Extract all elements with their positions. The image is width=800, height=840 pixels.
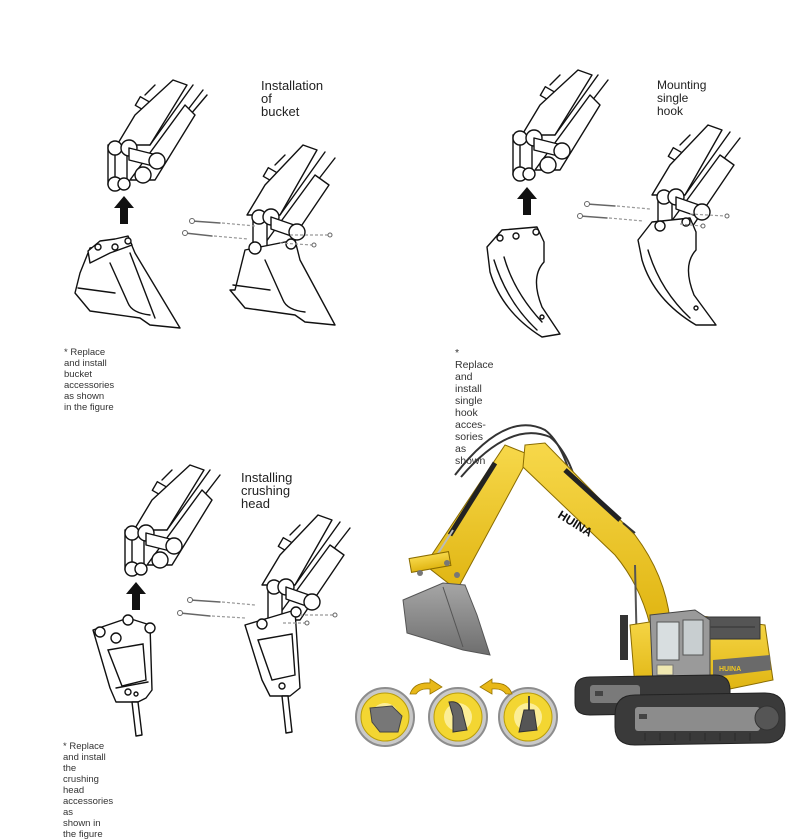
single-hook-drawing [486, 226, 561, 338]
note-line: shown in the figure [63, 818, 103, 840]
arrow-up-icon [114, 196, 134, 224]
arm-diagram-before [107, 79, 208, 192]
arm-diagram-before [124, 464, 221, 577]
title-line: bucket [261, 104, 300, 119]
panel-note: * Replace and install bucket accessories… [64, 347, 114, 413]
note-line: * Replace and install single hook acces- [455, 347, 494, 431]
arm-diagram-before [512, 69, 609, 182]
crushing-head-drawing [92, 614, 156, 737]
pin-fasteners [577, 201, 730, 229]
bucket-drawing [74, 235, 181, 329]
panel-note: * Replace and install single hook acces-… [455, 347, 494, 467]
pin-fasteners [177, 597, 338, 626]
panel-note: * Replace and install the crushing head … [63, 741, 113, 840]
body-brand-label: HUINA [719, 666, 741, 673]
arm-diagram-assembled [229, 144, 336, 326]
hook-badge [428, 687, 488, 747]
arrow-up-icon [126, 582, 146, 610]
panel-title: Mounting single hook [657, 79, 706, 118]
note-line: in the figure [64, 402, 114, 413]
note-line: * Replace and install bucket accessories… [64, 347, 115, 402]
note-line: sories as shown [455, 431, 486, 467]
hook-icon [448, 701, 468, 733]
title-line: head [241, 496, 270, 511]
bucket-badge [355, 687, 415, 747]
pin-fasteners [182, 218, 333, 248]
title-line: Installation of [261, 78, 324, 106]
panel-title: Installing crushing head [241, 471, 292, 510]
title-line: Installing crushing [241, 470, 293, 498]
title-line: hook [657, 104, 684, 118]
excavator-illustration: HUINA HUINA [402, 424, 786, 746]
crusher-badge [498, 687, 558, 747]
arm-diagram-assembled [244, 514, 351, 734]
crusher-icon [518, 696, 538, 733]
title-line: Mounting single [657, 78, 707, 105]
bucket-icon [369, 705, 403, 733]
arrow-right-curved-icon [409, 678, 443, 695]
panel-title: Installation of bucket [261, 79, 323, 118]
arrow-up-icon [517, 187, 537, 215]
arm-diagram-assembled [637, 124, 741, 326]
note-line: * Replace and install the crushing head … [63, 741, 114, 818]
arrow-left-curved-icon [479, 678, 513, 695]
